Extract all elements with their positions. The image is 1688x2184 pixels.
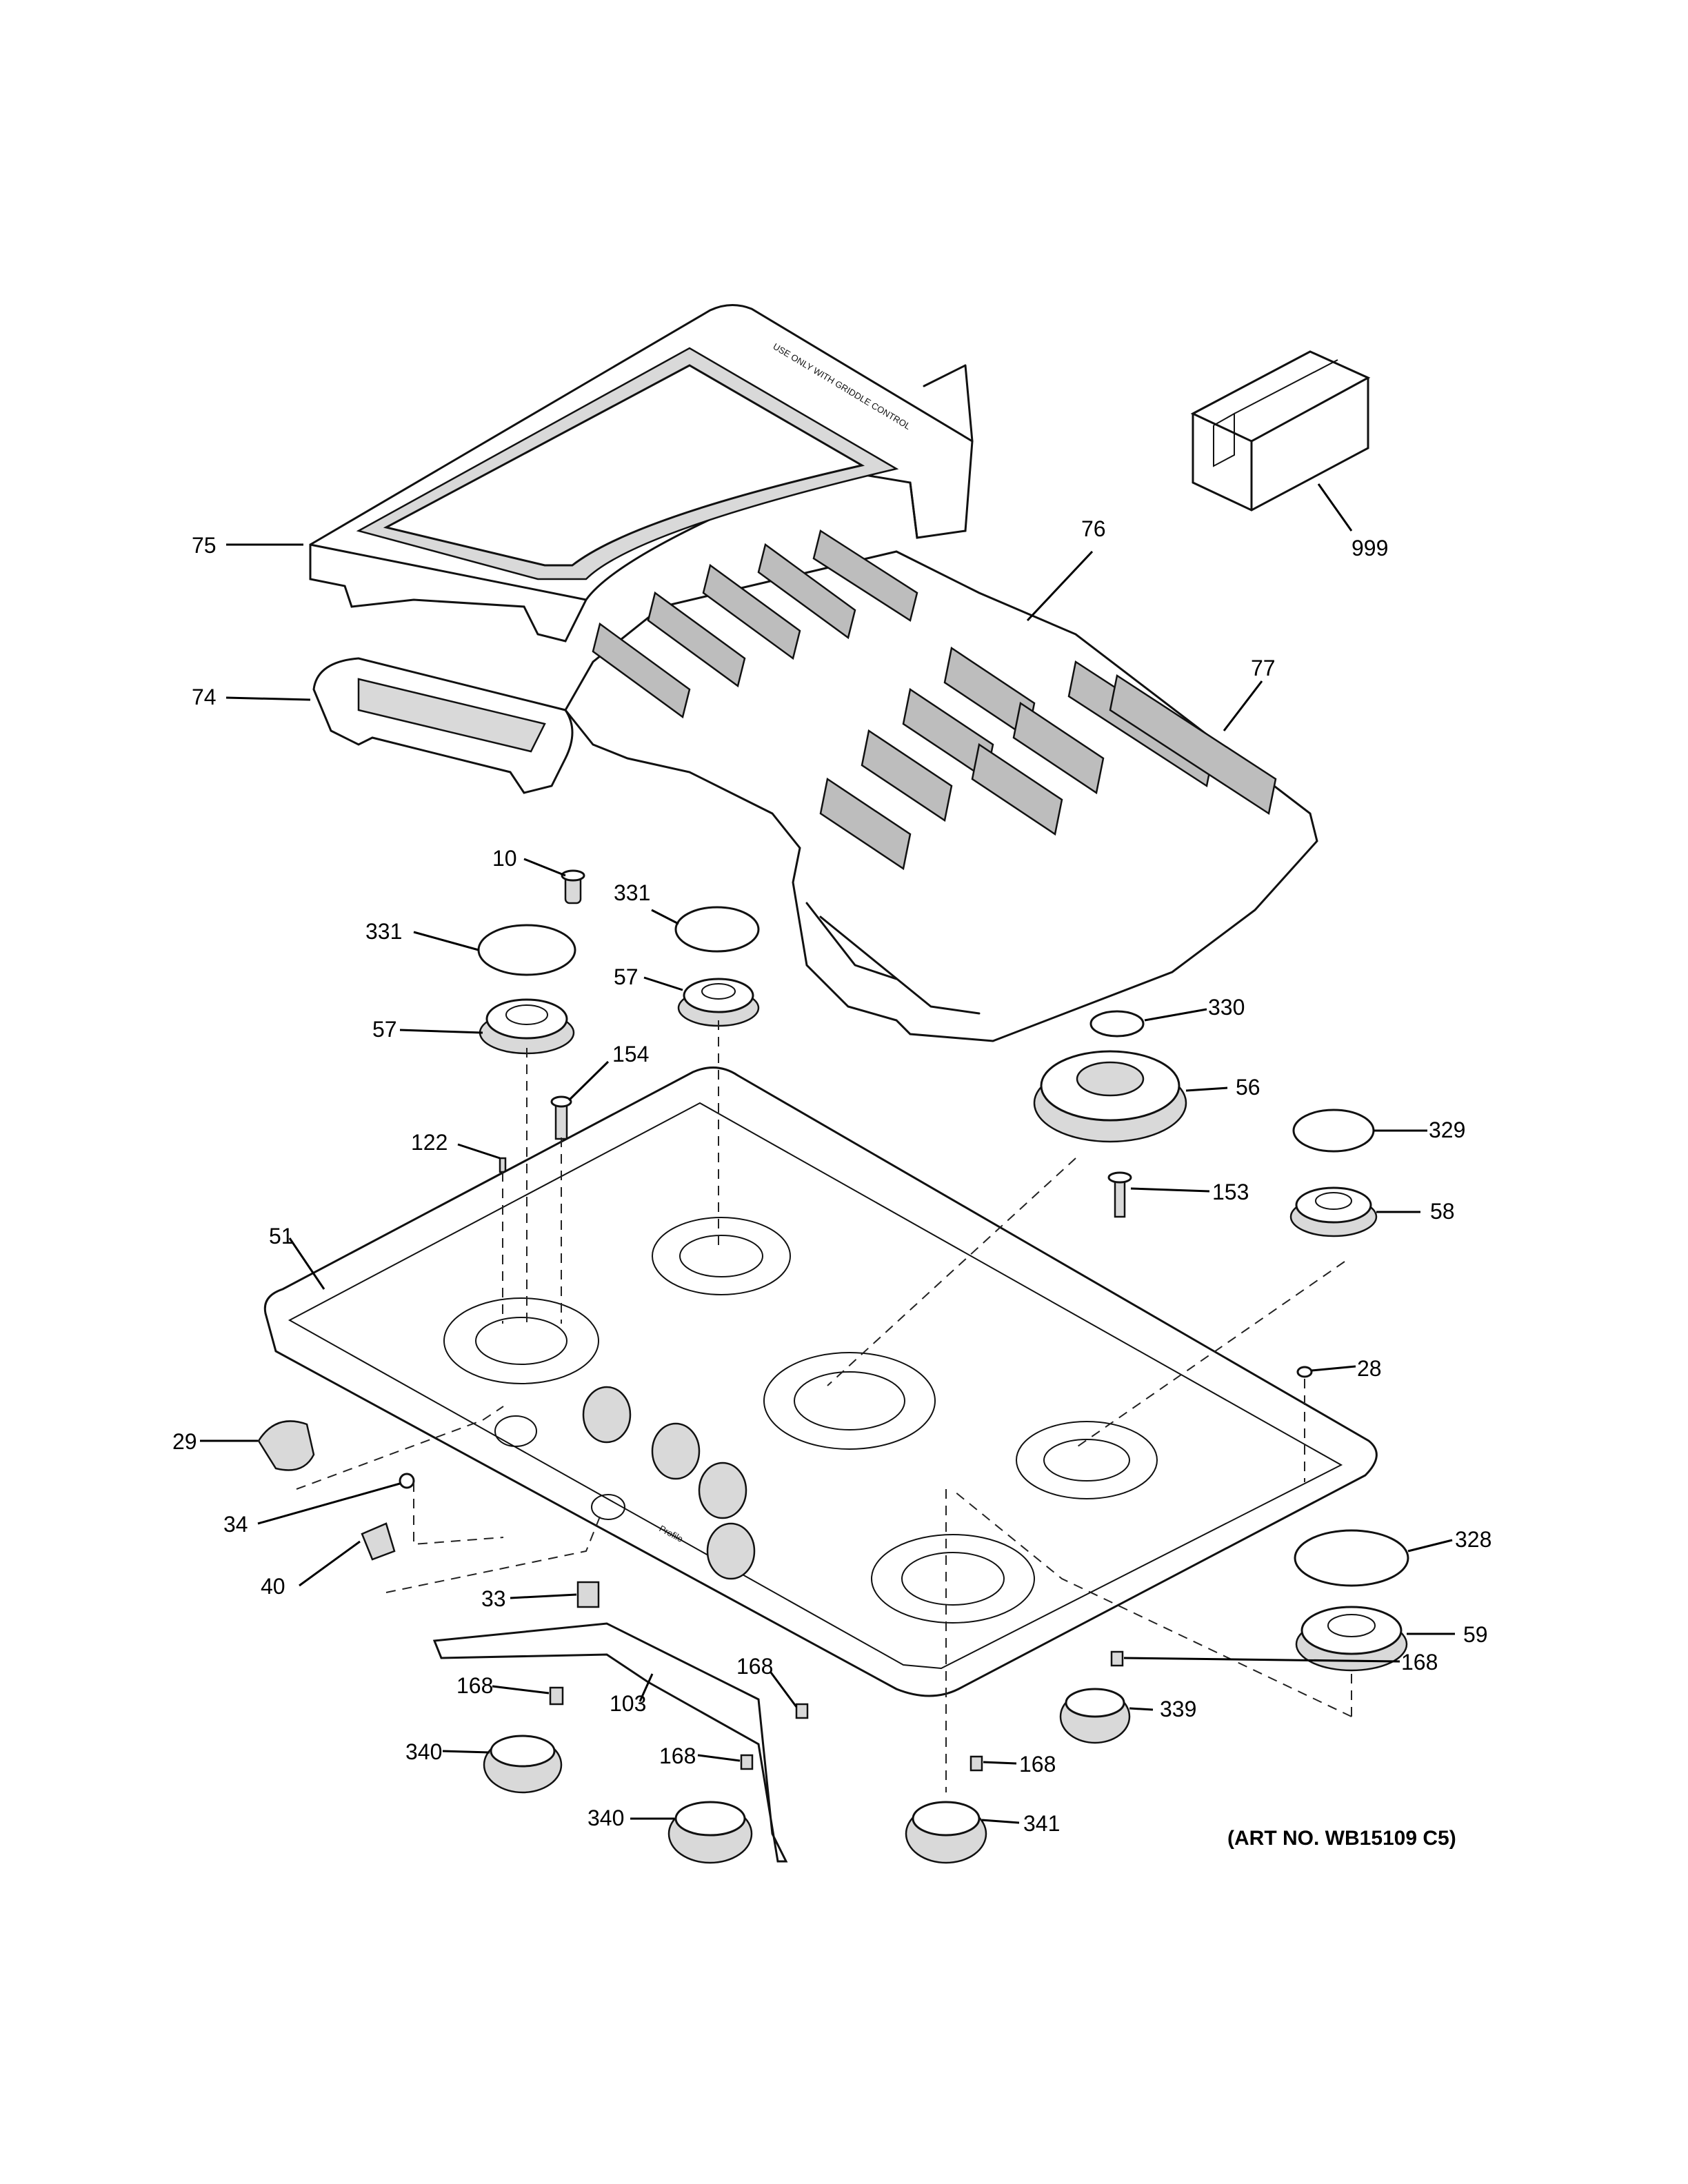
callout-57-left: 57: [372, 1017, 397, 1042]
callout-57-center: 57: [614, 964, 639, 989]
callout-331-left: 331: [365, 919, 402, 944]
callout-168-center-lower: 168: [659, 1743, 696, 1768]
part-griddle: USE ONLY WITH GRIDDLE CONTROL: [309, 304, 974, 643]
art-number: (ART NO. WB15109 C5): [1227, 1827, 1456, 1850]
callout-168-left: 168: [456, 1673, 493, 1698]
part-burner-caps: [477, 869, 1409, 1672]
callout-51: 51: [269, 1224, 294, 1248]
callout-leaders: [200, 483, 1455, 1824]
part-cooktop: Profile: [263, 1066, 1378, 1697]
callout-34: 34: [223, 1512, 248, 1537]
callout-153: 153: [1212, 1180, 1249, 1204]
callout-29: 29: [172, 1429, 197, 1454]
callout-58: 58: [1430, 1199, 1455, 1224]
callout-74: 74: [192, 685, 217, 709]
callout-75: 75: [192, 533, 217, 558]
callout-329: 329: [1429, 1118, 1465, 1142]
callout-331-center: 331: [614, 880, 650, 905]
callout-labels: 999 75 76 74 77 10 331 331 57 57 154 330…: [172, 516, 1491, 1850]
callout-341: 341: [1023, 1811, 1060, 1836]
callout-339: 339: [1160, 1697, 1196, 1721]
callout-28: 28: [1357, 1356, 1382, 1381]
callout-154: 154: [612, 1042, 649, 1066]
callout-328: 328: [1455, 1527, 1491, 1552]
part-box: [1190, 350, 1371, 512]
callout-40: 40: [261, 1574, 285, 1599]
callout-168-right-upper: 168: [1401, 1650, 1438, 1675]
callout-330: 330: [1208, 995, 1245, 1020]
callout-76: 76: [1081, 516, 1106, 541]
part-grates: [312, 529, 1318, 1042]
callout-999: 999: [1352, 536, 1388, 560]
callout-168-right-lower: 168: [1019, 1752, 1056, 1777]
callout-33: 33: [481, 1586, 506, 1611]
callout-340-upper: 340: [405, 1739, 442, 1764]
callout-122: 122: [411, 1130, 448, 1155]
callout-168-center-upper: 168: [736, 1654, 773, 1679]
callout-340-lower: 340: [587, 1806, 624, 1830]
callout-77: 77: [1251, 656, 1276, 680]
callout-103: 103: [610, 1691, 646, 1716]
callout-10: 10: [492, 846, 517, 871]
callout-59: 59: [1463, 1622, 1488, 1647]
callout-56: 56: [1236, 1075, 1260, 1100]
part-lower-hardware: [257, 1420, 1131, 1864]
alignment-lines: [296, 1020, 1352, 1792]
